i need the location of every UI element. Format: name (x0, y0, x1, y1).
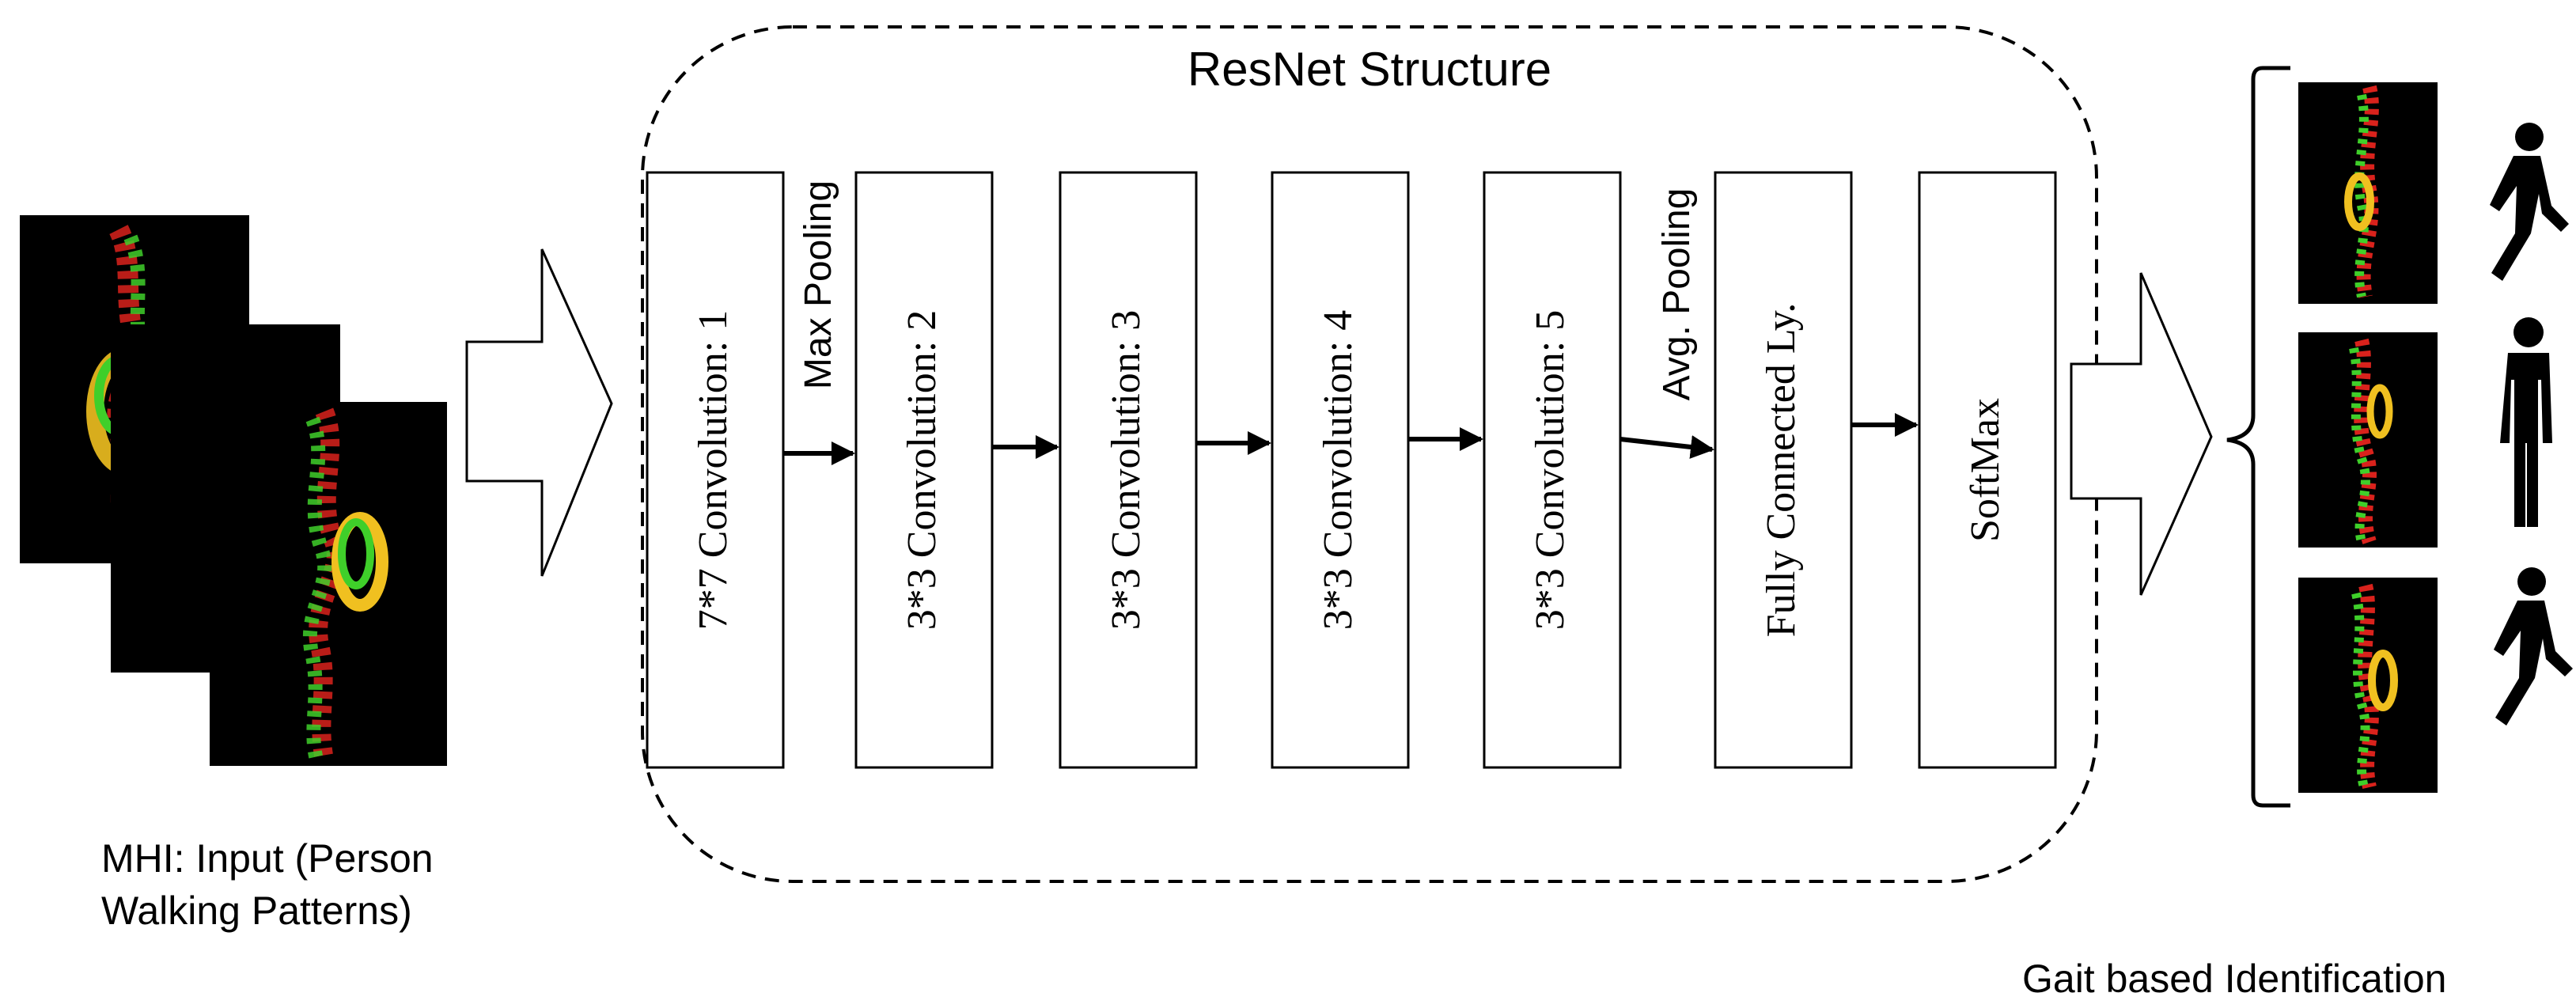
layer-label: 3*3 Convolution: 4 (1316, 310, 1361, 630)
arrow-conv5-to-fc (1619, 435, 1714, 459)
layer-conv-2: 3*3 Convolution: 2 (854, 171, 994, 769)
walking-person-icon (2494, 567, 2573, 726)
layer-conv-5: 3*3 Convolution: 5 (1483, 171, 1622, 769)
output-flow-arrow (2070, 272, 2213, 596)
resnet-structure-title: ResNet Structure (1188, 43, 1551, 96)
output-mhi-frame-2 (2298, 332, 2438, 548)
layer-conv-4: 3*3 Convolution: 4 (1271, 171, 1410, 769)
layer-label: Fully Connected Ly. (1759, 303, 1804, 638)
input-caption-line-2: Walking Patterns) (101, 889, 412, 933)
input-flow-arrow (465, 248, 613, 577)
output-caption: Gait based Identification (2022, 957, 2446, 1001)
max-pooling-label: Max Pooling (797, 180, 839, 389)
layer-label: 3*3 Convolution: 3 (1104, 310, 1149, 630)
output-mhi-frame-1 (2298, 82, 2438, 304)
layer-label: SoftMax (1963, 398, 2008, 542)
avg-pooling-label: Avg. Pooling (1656, 188, 1698, 401)
layer-softmax: SoftMax (1918, 171, 2057, 769)
output-mhi-frame-3 (2298, 578, 2438, 793)
layer-conv-1: 7*7 Convolution: 1 (646, 171, 785, 769)
input-mhi-stack (20, 215, 447, 766)
mhi-frame-front (210, 402, 447, 766)
layer-label: 7*7 Convolution: 1 (691, 310, 736, 630)
layer-label: 3*3 Convolution: 2 (900, 310, 945, 630)
output-bracket (2226, 66, 2290, 808)
layer-fully-connected: Fully Connected Ly. (1714, 171, 1853, 769)
standing-person-icon (2500, 317, 2552, 527)
layer-conv-3: 3*3 Convolution: 3 (1059, 171, 1198, 769)
input-caption-line-1: MHI: Input (Person (101, 836, 434, 881)
walking-person-icon (2490, 123, 2569, 281)
layer-label: 3*3 Convolution: 5 (1528, 310, 1573, 630)
